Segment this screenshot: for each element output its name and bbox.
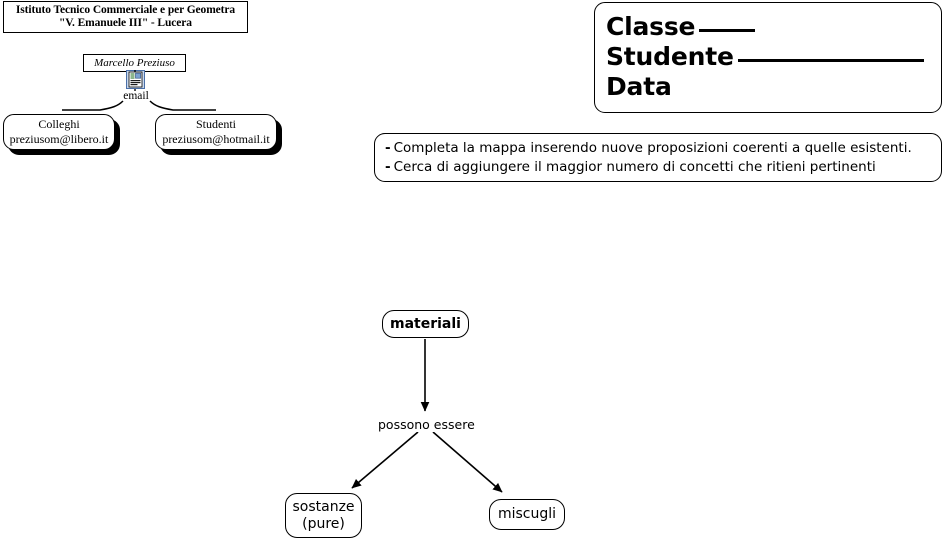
concept-label-sostanze-line1: sostanze xyxy=(292,498,355,515)
school-header-line-2: "V. Emanuele III" - Lucera xyxy=(59,17,192,29)
email-link-label: email xyxy=(123,90,149,102)
instruction-text-1: Completa la mappa inserendo nuove propos… xyxy=(393,140,912,156)
contact-title-studenti: Studenti xyxy=(195,117,236,131)
studente-field-row: Studente xyxy=(606,42,941,72)
instructions-box: -Completa la mappa inserendo nuove propo… xyxy=(374,133,942,182)
studente-label: Studente xyxy=(606,42,734,71)
student-fields-box: Classe Studente Data xyxy=(594,2,942,113)
instruction-item-2: -Cerca di aggiungere il maggior numero d… xyxy=(385,158,941,177)
instruction-item-1: -Completa la mappa inserendo nuove propo… xyxy=(385,139,941,158)
school-header-line-1: Istituto Tecnico Commerciale e per Geome… xyxy=(15,3,236,16)
concept-node-miscugli[interactable]: miscugli xyxy=(489,499,565,530)
classe-field-row: Classe xyxy=(606,12,941,42)
bullet-dash-2: - xyxy=(385,159,391,175)
school-header-box: Istituto Tecnico Commerciale e per Geome… xyxy=(3,1,248,33)
contact-title-colleghi: Colleghi xyxy=(38,117,80,131)
linking-phrase-possono-essere: possono essere xyxy=(378,417,475,432)
edge-phrase-to-sostanze xyxy=(351,431,419,489)
contact-email-colleghi: preziusom@libero.it xyxy=(9,132,109,146)
classe-blank-line[interactable] xyxy=(699,29,756,32)
data-field-row: Data xyxy=(606,72,941,102)
contact-email-studenti: preziusom@hotmail.it xyxy=(162,132,270,146)
concept-label-miscugli: miscugli xyxy=(497,506,557,522)
classe-label: Classe xyxy=(606,12,696,41)
edge-phrase-to-miscugli xyxy=(432,431,503,493)
concept-label-sostanze-line2: (pure) xyxy=(302,515,345,532)
school-header-text: Istituto Tecnico Commerciale e per Geome… xyxy=(16,4,235,31)
document-icon[interactable] xyxy=(126,70,145,89)
studente-blank-line[interactable] xyxy=(737,59,924,62)
instruction-text-2: Cerca di aggiungere il maggior numero di… xyxy=(393,159,876,175)
data-label: Data xyxy=(606,72,672,101)
bullet-dash-1: - xyxy=(385,140,391,156)
contact-box-studenti[interactable]: Studenti preziusom@hotmail.it xyxy=(155,114,277,150)
concept-node-sostanze[interactable]: sostanze (pure) xyxy=(285,493,362,538)
contact-box-colleghi[interactable]: Colleghi preziusom@libero.it xyxy=(3,114,115,150)
concept-label-materiali: materiali xyxy=(390,315,461,332)
concept-node-materiali[interactable]: materiali xyxy=(382,310,469,338)
author-name-label: Marcello Preziuso xyxy=(94,57,175,69)
